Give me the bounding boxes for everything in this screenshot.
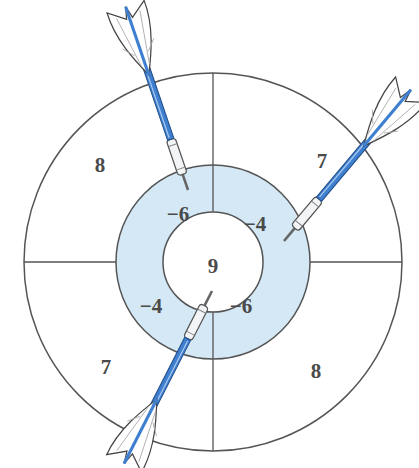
divider	[24, 261, 116, 262]
score-number: 9	[208, 256, 219, 277]
dart	[107, 0, 207, 196]
score-number: 7	[101, 357, 112, 378]
divider	[212, 312, 213, 451]
dart	[107, 282, 230, 468]
dart	[269, 77, 419, 254]
divider	[212, 73, 213, 212]
score-number: −6	[167, 204, 189, 225]
target	[24, 73, 402, 451]
outer-ring	[24, 73, 402, 451]
score-number: 7	[317, 151, 328, 172]
divider	[310, 261, 402, 262]
score-number: −6	[230, 296, 252, 317]
score-number: 8	[311, 361, 322, 382]
score-number: −4	[140, 296, 162, 317]
score-number: −4	[244, 214, 266, 235]
score-number: 8	[95, 155, 106, 176]
